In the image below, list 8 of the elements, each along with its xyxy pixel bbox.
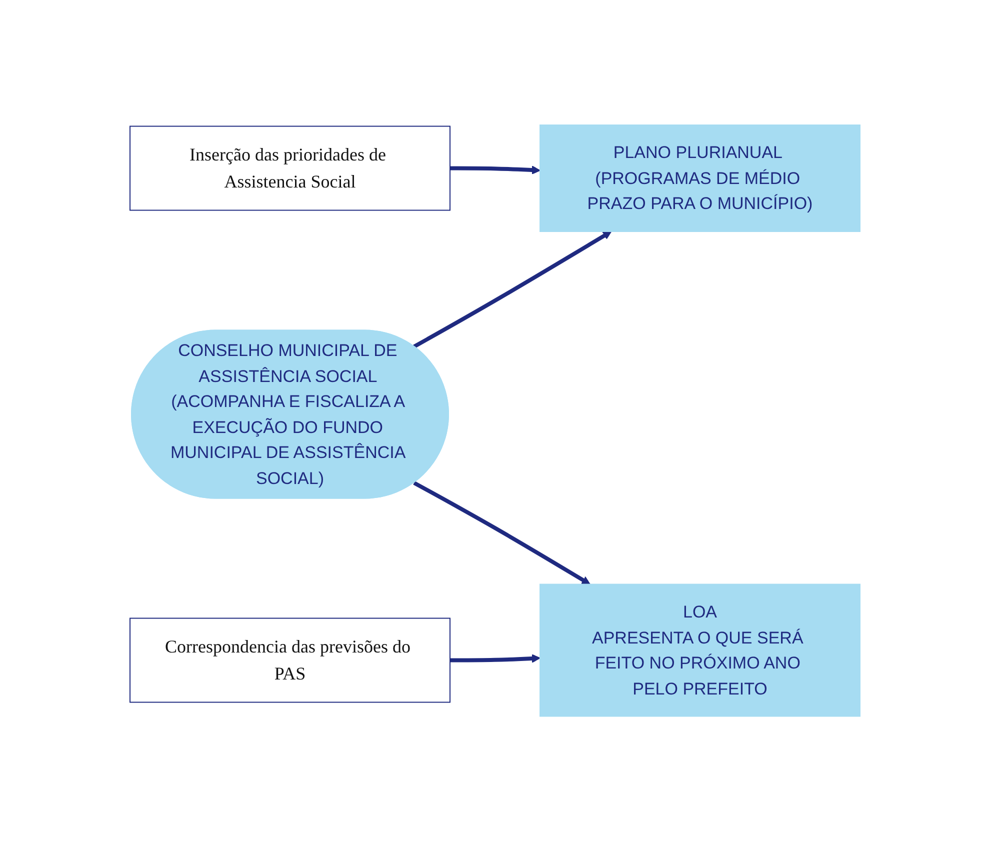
arrow (413, 230, 612, 348)
node-box: Inserção das prioridades de Assistencia Social (130, 126, 450, 211)
arrow (413, 481, 590, 585)
arrow (450, 654, 540, 663)
arrow (450, 166, 540, 174)
node-box: PLANO PLURIANUAL (PROGRAMAS DE MÉDIO PRAZO PARA O MUNICÍPIO) (540, 124, 860, 232)
node-box: Correspondencia das previsões do PAS (130, 618, 450, 703)
node-box: LOA APRESENTA O QUE SERÁ FEITO NO PRÓXIMO ANO PELO PREFEITO (540, 584, 860, 717)
